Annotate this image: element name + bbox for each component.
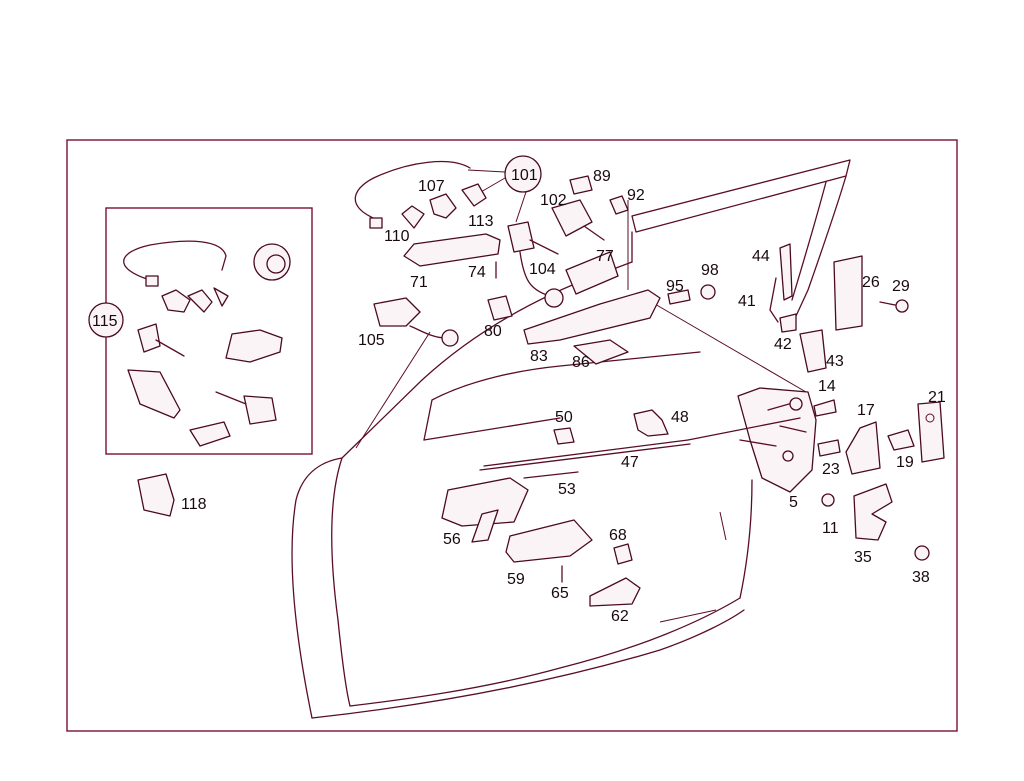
label-11: 11 bbox=[822, 520, 839, 537]
label-83: 83 bbox=[530, 348, 548, 365]
label-43: 43 bbox=[826, 353, 844, 370]
label-62: 62 bbox=[611, 608, 629, 625]
part-labels: 101 107 110 113 71 74 104 102 89 92 77 1… bbox=[92, 167, 946, 625]
label-104: 104 bbox=[529, 261, 556, 278]
label-19: 19 bbox=[896, 454, 914, 471]
label-68: 68 bbox=[609, 527, 627, 544]
lock-mechanism-group bbox=[737, 243, 945, 561]
label-115: 115 bbox=[92, 313, 118, 330]
label-74: 74 bbox=[468, 264, 486, 281]
label-110: 110 bbox=[384, 228, 410, 245]
diagram-frame bbox=[66, 139, 958, 732]
label-23: 23 bbox=[822, 461, 840, 478]
label-107: 107 bbox=[418, 178, 445, 195]
inset-box-115 bbox=[105, 207, 313, 455]
label-86: 86 bbox=[572, 354, 590, 371]
label-38: 38 bbox=[912, 569, 930, 586]
label-105: 105 bbox=[358, 332, 385, 349]
label-5: 5 bbox=[789, 494, 798, 511]
label-14: 14 bbox=[818, 378, 836, 395]
label-35: 35 bbox=[854, 549, 872, 566]
callout-circle-101 bbox=[504, 155, 542, 193]
label-47: 47 bbox=[621, 454, 639, 471]
label-48: 48 bbox=[671, 409, 689, 426]
label-113: 113 bbox=[468, 213, 494, 230]
label-56: 56 bbox=[443, 531, 461, 548]
label-21: 21 bbox=[928, 389, 946, 406]
label-44: 44 bbox=[752, 248, 770, 265]
label-118: 118 bbox=[181, 496, 207, 513]
door-outline bbox=[291, 159, 851, 719]
label-50: 50 bbox=[555, 409, 573, 426]
label-65: 65 bbox=[551, 585, 569, 602]
label-95: 95 bbox=[666, 278, 684, 295]
label-41: 41 bbox=[738, 293, 756, 310]
label-26: 26 bbox=[862, 274, 880, 291]
label-102: 102 bbox=[540, 192, 567, 209]
label-89: 89 bbox=[593, 168, 611, 185]
label-92: 92 bbox=[627, 187, 645, 204]
label-71: 71 bbox=[410, 274, 428, 291]
label-29: 29 bbox=[892, 278, 910, 295]
interior-handle-group bbox=[137, 409, 801, 607]
label-101: 101 bbox=[511, 167, 538, 184]
label-77: 77 bbox=[596, 248, 614, 265]
label-80: 80 bbox=[484, 323, 502, 340]
label-17: 17 bbox=[857, 402, 875, 419]
label-42: 42 bbox=[774, 336, 792, 353]
label-53: 53 bbox=[558, 481, 576, 498]
label-98: 98 bbox=[701, 262, 719, 279]
callout-circle-115 bbox=[88, 302, 124, 338]
exterior-handle-group bbox=[354, 160, 716, 365]
label-59: 59 bbox=[507, 571, 525, 588]
inset-parts-115 bbox=[123, 240, 291, 447]
